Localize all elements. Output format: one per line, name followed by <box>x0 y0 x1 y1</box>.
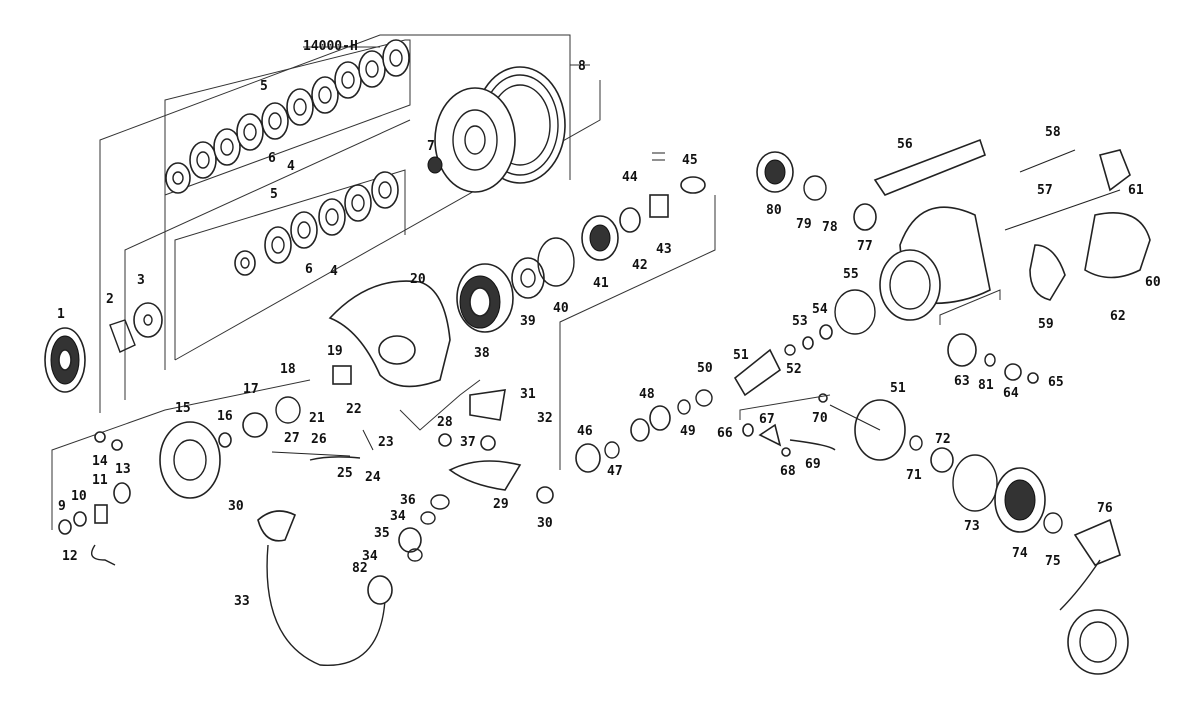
label-part-72: 72 <box>935 432 951 447</box>
label-part-52: 52 <box>786 362 802 377</box>
label-part-66: 66 <box>717 426 733 441</box>
label-part-65: 65 <box>1048 375 1064 390</box>
label-part-19: 19 <box>327 344 343 359</box>
small-parts-left <box>58 431 131 566</box>
label-part-63: 63 <box>954 374 970 389</box>
label-part-51a: 51 <box>733 348 749 363</box>
label-part-38: 38 <box>474 346 490 361</box>
label-part-62: 62 <box>1110 309 1126 324</box>
label-part-22: 22 <box>346 402 362 417</box>
label-part-25: 25 <box>337 466 353 481</box>
reel-body <box>575 138 1151 675</box>
label-part-10: 10 <box>71 489 87 504</box>
label-part-23: 23 <box>378 435 394 450</box>
label-part-61: 61 <box>1128 183 1144 198</box>
label-part-49: 49 <box>680 424 696 439</box>
label-part-41: 41 <box>593 276 609 291</box>
label-part-76: 76 <box>1097 501 1113 516</box>
label-part-31: 31 <box>520 387 536 402</box>
label-part-33: 33 <box>234 594 250 609</box>
label-part-27: 27 <box>284 431 300 446</box>
label-part-74: 74 <box>1012 546 1028 561</box>
label-part-11: 11 <box>92 473 108 488</box>
spool-washers-upper <box>165 39 410 194</box>
label-part-54: 54 <box>812 302 828 317</box>
label-part-28: 28 <box>437 415 453 430</box>
label-part-44: 44 <box>622 170 638 185</box>
label-part-73: 73 <box>964 519 980 534</box>
label-part-5b: 5 <box>270 187 278 202</box>
label-part-59: 59 <box>1038 317 1054 332</box>
label-part-43: 43 <box>656 242 672 257</box>
label-part-67: 67 <box>759 412 775 427</box>
label-part-58: 58 <box>1045 125 1061 140</box>
label-part-21: 21 <box>309 411 325 426</box>
label-part-42: 42 <box>632 258 648 273</box>
label-part-30b: 30 <box>537 516 553 531</box>
label-part-64: 64 <box>1003 386 1019 401</box>
label-part-46: 46 <box>577 424 593 439</box>
label-part-5a: 5 <box>260 79 268 94</box>
label-part-16: 16 <box>217 409 233 424</box>
label-part-7: 7 <box>427 139 435 154</box>
drag-knob <box>44 302 163 393</box>
label-part-39: 39 <box>520 314 536 329</box>
label-part-68: 68 <box>780 464 796 479</box>
label-part-35: 35 <box>374 526 390 541</box>
label-part-20: 20 <box>410 272 426 287</box>
label-part-75: 75 <box>1045 554 1061 569</box>
label-part-4b: 4 <box>330 264 338 279</box>
label-part-56: 56 <box>897 137 913 152</box>
label-part-17: 17 <box>243 382 259 397</box>
label-part-69: 69 <box>805 457 821 472</box>
spool-washers-lower <box>234 171 399 276</box>
label-part-40: 40 <box>553 301 569 316</box>
label-part-30a: 30 <box>228 499 244 514</box>
label-part-34a: 34 <box>390 509 406 524</box>
label-part-53: 53 <box>792 314 808 329</box>
label-part-15: 15 <box>175 401 191 416</box>
label-variant: 14000-H <box>303 39 358 54</box>
label-part-9: 9 <box>58 499 66 514</box>
label-part-32: 32 <box>537 411 553 426</box>
label-part-36: 36 <box>400 493 416 508</box>
label-part-24: 24 <box>365 470 381 485</box>
label-part-80: 80 <box>766 203 782 218</box>
label-part-47: 47 <box>607 464 623 479</box>
label-part-18: 18 <box>280 362 296 377</box>
label-part-6a: 6 <box>268 151 276 166</box>
label-part-13: 13 <box>115 462 131 477</box>
part-labels: 14000-H 1 2 3 4 4 5 5 6 6 7 8 9 10 11 12… <box>57 39 1161 609</box>
label-part-48: 48 <box>639 387 655 402</box>
label-part-29: 29 <box>493 497 509 512</box>
label-part-51b: 51 <box>890 381 906 396</box>
label-part-34b: 34 <box>362 549 378 564</box>
rotor-assembly <box>328 152 716 470</box>
label-part-3: 3 <box>137 273 145 288</box>
label-part-4a: 4 <box>287 159 295 174</box>
label-part-8: 8 <box>578 59 586 74</box>
label-part-71: 71 <box>906 468 922 483</box>
spool <box>427 66 566 193</box>
label-part-14: 14 <box>92 454 108 469</box>
label-part-57: 57 <box>1037 183 1053 198</box>
label-part-6b: 6 <box>305 262 313 277</box>
label-part-79: 79 <box>796 217 812 232</box>
label-part-82: 82 <box>352 561 368 576</box>
label-part-45: 45 <box>682 153 698 168</box>
label-part-78: 78 <box>822 220 838 235</box>
label-part-70: 70 <box>812 411 828 426</box>
label-part-37: 37 <box>460 435 476 450</box>
label-part-50: 50 <box>697 361 713 376</box>
label-part-81: 81 <box>978 378 994 393</box>
bail-assembly <box>51 365 554 666</box>
label-part-55: 55 <box>843 267 859 282</box>
label-part-2: 2 <box>106 292 114 307</box>
label-part-1: 1 <box>57 307 65 322</box>
label-part-26: 26 <box>311 432 327 447</box>
label-part-77: 77 <box>857 239 873 254</box>
label-part-12: 12 <box>62 549 78 564</box>
label-part-60: 60 <box>1145 275 1161 290</box>
